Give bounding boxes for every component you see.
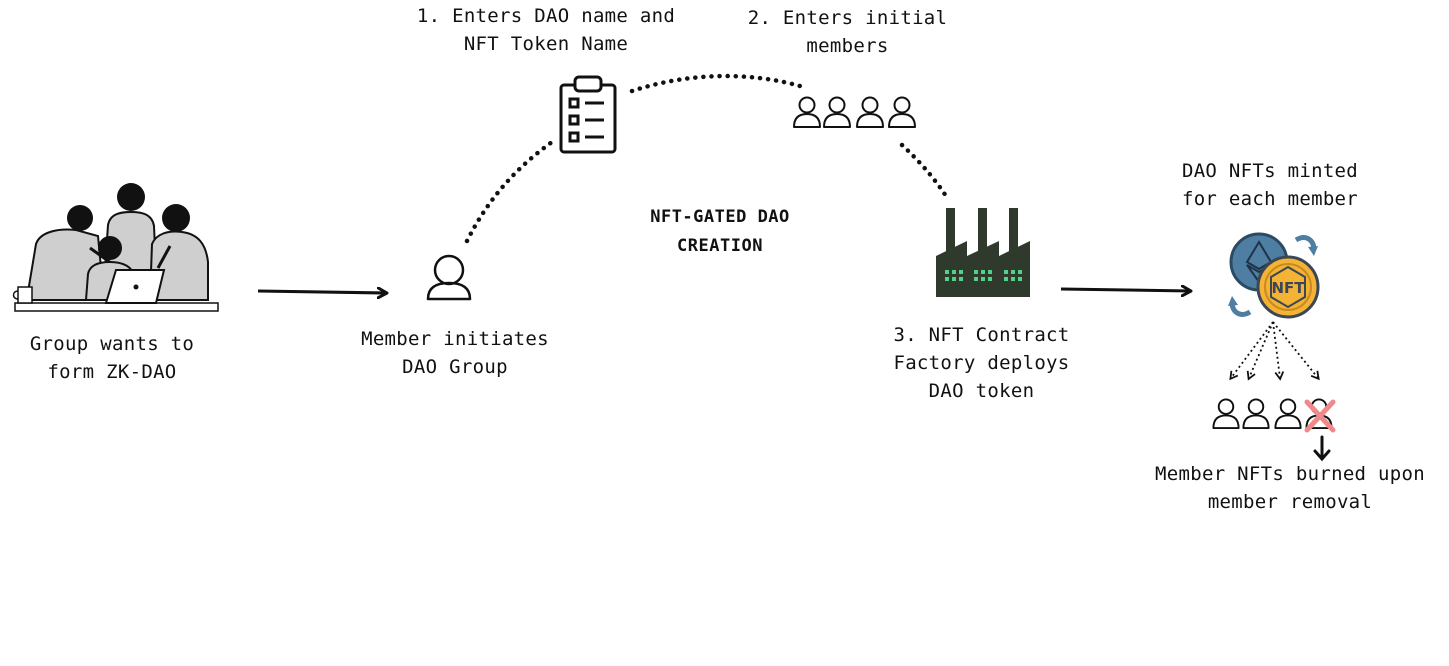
diagram-title: NFT-GATED DAO CREATION — [650, 207, 790, 256]
group-label: Group wants to form ZK-DAO — [29, 333, 195, 383]
initiator-person-icon — [426, 254, 472, 301]
step1-label: 1. Enters DAO name and NFT Token Name — [416, 5, 676, 55]
dotted-arc — [464, 73, 949, 244]
group-illustration — [12, 183, 219, 312]
svg-text:NFT: NFT — [1271, 279, 1305, 297]
clipboard-checklist-icon — [559, 75, 617, 154]
step3-label: 3. NFT Contract Factory deploys DAO toke… — [893, 324, 1070, 402]
factory-icon — [936, 208, 1030, 297]
member-person-icon — [887, 96, 917, 128]
burn-down-arrow — [1313, 435, 1331, 462]
initiator-label: Member initiates DAO Group — [361, 328, 549, 378]
arrow-factory-to-nft — [1060, 289, 1190, 291]
nft-holder-members — [1212, 398, 1336, 433]
member-person-icon — [855, 96, 885, 128]
nft-ethereum-coin-icon: NFT — [1228, 232, 1320, 319]
burned-label: Member NFTs burned upon member removal — [1155, 463, 1425, 513]
holder-person-icon — [1242, 398, 1270, 429]
red-x-icon — [1304, 399, 1336, 433]
holder-person-icon — [1274, 398, 1302, 429]
holder-person-icon — [1212, 398, 1240, 429]
member-person-icon — [792, 96, 822, 128]
member-person-icon — [822, 96, 852, 128]
minted-label: DAO NFTs minted for each member — [1181, 160, 1359, 210]
arrow-group-to-initiator — [257, 291, 386, 293]
initial-members-icons — [792, 96, 917, 128]
mint-distribution-arrows — [1229, 321, 1320, 381]
step2-label: 2. Enters initial members — [747, 7, 948, 57]
